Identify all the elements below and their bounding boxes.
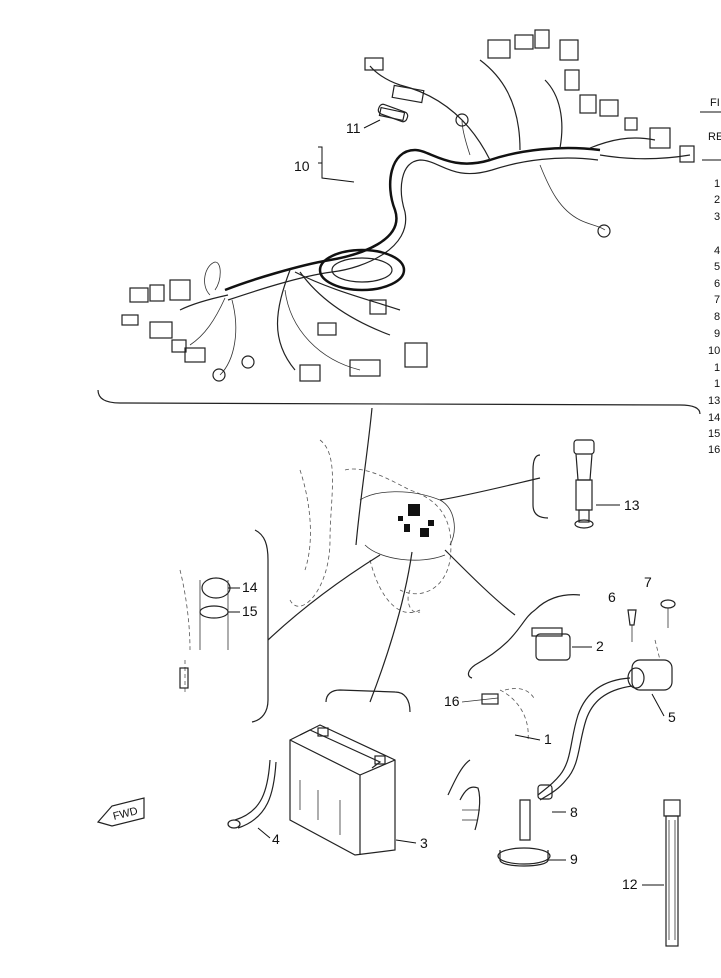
part-2-relay [467, 594, 581, 679]
right-edge-row-number: 9 [714, 328, 720, 340]
callout-2: 2 [596, 638, 604, 654]
right-edge-row-number: 15 [708, 428, 720, 440]
right-edge-row-number: 1 [714, 178, 720, 190]
harness-bracket [97, 389, 701, 415]
parts-5-to-9 [497, 599, 676, 867]
callout-6: 6 [608, 589, 616, 605]
callout-15: 15 [242, 603, 258, 619]
part-13-fuse-holder [532, 439, 595, 529]
right-edge-header-2: RE [708, 131, 721, 143]
right-edge-row-number: 16 [708, 444, 720, 456]
right-edge-row-number: 13 [708, 395, 720, 407]
callout-11: 11 [346, 120, 361, 136]
parts-14-15 [179, 529, 269, 723]
battery-bracket [325, 689, 411, 713]
right-edge-row-number: 1 [714, 378, 720, 390]
part-12-band [663, 799, 681, 947]
callout-7: 7 [644, 574, 652, 590]
callout-16: 16 [444, 693, 460, 709]
callout-8: 8 [570, 804, 578, 820]
leader-lines [267, 407, 541, 703]
callouts: 10 11 13 14 15 6 7 2 5 16 1 8 9 3 4 12 [228, 119, 676, 892]
callout-13: 13 [624, 497, 640, 513]
right-edge-row-number: 2 [714, 194, 720, 206]
callout-1: 1 [544, 731, 552, 747]
right-edge-row-number: 4 [714, 245, 720, 257]
wire-harness [121, 29, 695, 382]
callout-14: 14 [242, 579, 258, 595]
right-edge-row-number: 14 [708, 412, 720, 424]
right-edge-header-1: FI [710, 97, 720, 109]
frame-sketch [289, 439, 455, 613]
callout-3: 3 [420, 835, 428, 851]
fwd-arrow-icon: FWD [96, 797, 145, 827]
callout-9: 9 [570, 851, 578, 867]
callout-12: 12 [622, 876, 638, 892]
right-edge-row-number: 1 [714, 362, 720, 374]
right-edge-row-number: 10 [708, 345, 720, 357]
battery-leads [447, 759, 481, 831]
callout-5: 5 [668, 709, 676, 725]
part-3-battery [289, 724, 396, 856]
right-edge-row-number: 8 [714, 311, 720, 323]
part-1-16 [461, 688, 536, 741]
right-edge-row-number: 3 [714, 211, 720, 223]
callout-10: 10 [294, 158, 310, 174]
part-4-tube [227, 759, 277, 829]
right-edge-row-number: 5 [714, 261, 720, 273]
right-edge-row-number: 7 [714, 294, 720, 306]
callout-4: 4 [272, 831, 280, 847]
fwd-label: FWD [112, 805, 139, 823]
right-edge-row-number: 6 [714, 278, 720, 290]
